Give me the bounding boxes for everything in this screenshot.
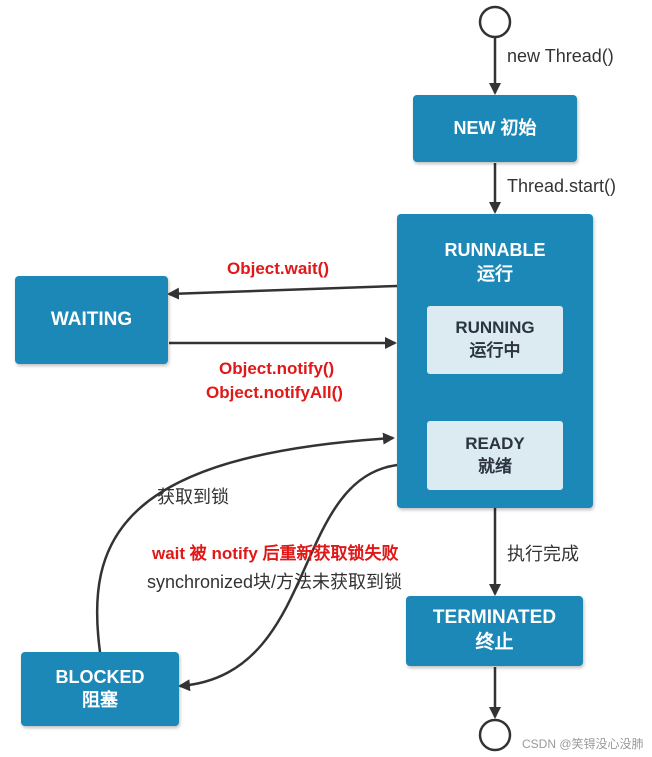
arrow-runnable-to-waiting <box>167 284 398 300</box>
runnable-title: RUNNABLE 运行 <box>397 238 593 287</box>
watermark: CSDN @笑锝没心没肺 <box>522 737 644 751</box>
blocked-label-cn: 阻塞 <box>82 690 118 710</box>
ready-label-en: READY <box>465 433 525 453</box>
label-thread-start: Thread.start() <box>507 176 617 196</box>
start-node <box>478 5 512 39</box>
state-waiting: WAITING <box>15 276 168 364</box>
state-ready: READY 就绪 <box>427 421 563 490</box>
label-new-thread: new Thread() <box>507 46 614 66</box>
arrow-runnable-to-blocked <box>178 463 398 692</box>
waiting-label: WAITING <box>50 308 133 330</box>
label-wait-notify-fail: wait 被 notify 后重新获取锁失败 <box>152 544 399 563</box>
state-new: NEW 初始 <box>413 95 577 162</box>
running-label-cn: 运行中 <box>469 341 521 360</box>
terminated-label-cn: 终止 <box>475 632 514 653</box>
state-blocked: BLOCKED 阻塞 <box>21 652 179 726</box>
label-acquire-lock: 获取到锁 <box>157 487 229 507</box>
label-object-notify-all: Object.notifyAll() <box>206 383 343 402</box>
running-label-en: RUNNING <box>455 318 535 338</box>
ready-label-cn: 就绪 <box>478 456 512 476</box>
label-sync-fail: synchronized块/方法未获取到锁 <box>147 572 403 592</box>
state-new-label: NEW 初始 <box>453 117 537 138</box>
arrow-blocked-to-runnable <box>95 432 395 653</box>
terminated-label-en: TERMINATED <box>432 607 557 629</box>
runnable-title-en: RUNNABLE <box>444 240 546 260</box>
runnable-title-cn: 运行 <box>477 264 513 285</box>
end-node <box>478 718 512 752</box>
label-object-wait: Object.wait() <box>227 259 330 278</box>
state-running: RUNNING 运行中 <box>427 306 563 374</box>
label-object-notify: Object.notify() <box>219 359 335 378</box>
blocked-label-en: BLOCKED <box>55 666 145 687</box>
state-terminated: TERMINATED 终止 <box>406 596 583 666</box>
label-exec-done: 执行完成 <box>507 544 579 564</box>
